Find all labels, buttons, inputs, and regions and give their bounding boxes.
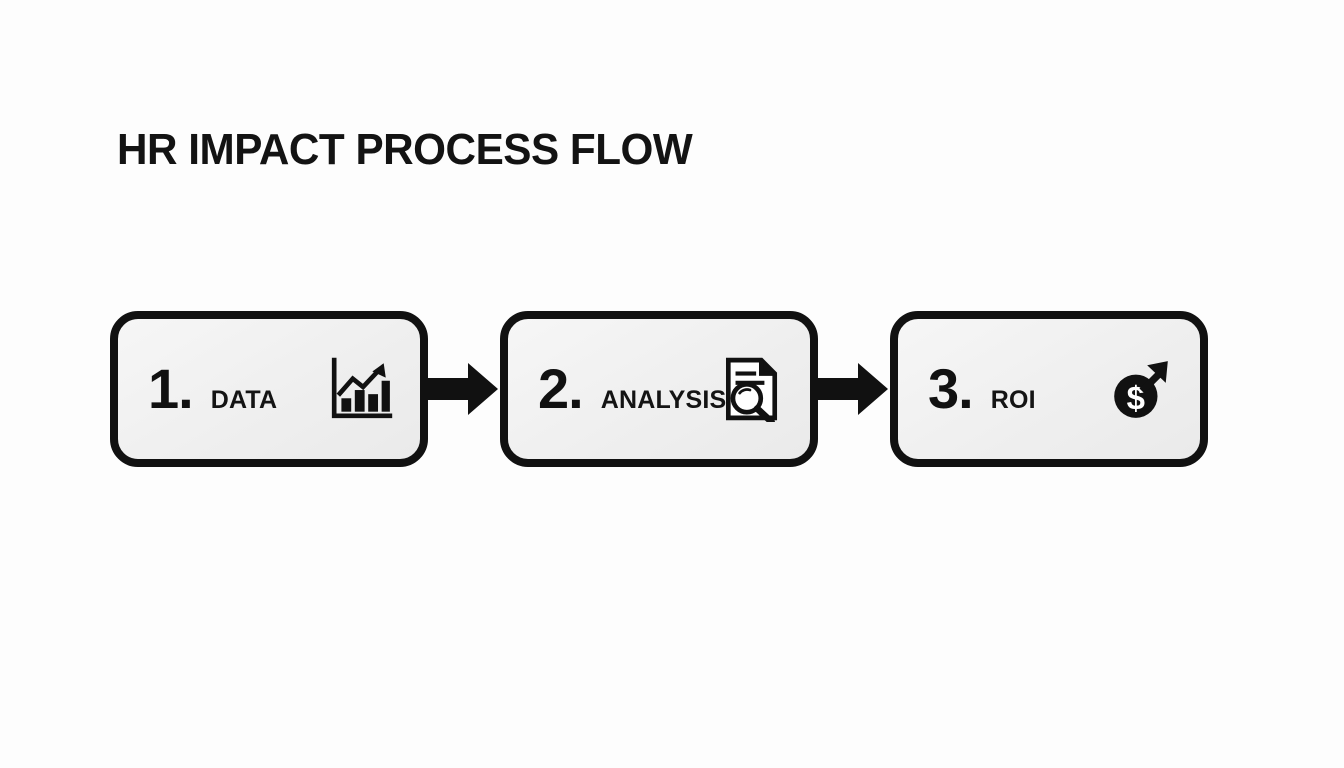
step-2-number: 2. xyxy=(538,357,584,420)
process-step-1[interactable]: 1. DATA xyxy=(110,311,428,467)
process-flow-diagram: 1. DATA 2. ANAL xyxy=(110,311,1230,467)
step-1-number: 1. xyxy=(148,357,194,420)
page-title: HR IMPACT PROCESS FLOW xyxy=(117,125,693,174)
bar-chart-growth-icon xyxy=(328,356,394,422)
document-magnifier-icon xyxy=(718,356,784,422)
step-3-label: ROI xyxy=(990,386,1036,414)
dollar-coin-arrow-up-icon: $ xyxy=(1108,356,1174,422)
step-3-content: 3. ROI xyxy=(898,361,1200,417)
process-step-3[interactable]: 3. ROI $ xyxy=(890,311,1208,467)
step-2-content: 2. ANALYSIS xyxy=(508,361,810,417)
step-2-label: ANALYSIS xyxy=(600,386,727,414)
arrow-right-icon xyxy=(818,363,888,415)
arrow-right-icon xyxy=(428,363,498,415)
connector-arrow-1 xyxy=(428,359,500,419)
svg-text:$: $ xyxy=(1127,380,1145,417)
step-1-label: DATA xyxy=(210,386,278,414)
step-1-content: 1. DATA xyxy=(118,361,420,417)
step-3-number: 3. xyxy=(928,357,974,420)
process-step-2[interactable]: 2. ANALYSIS xyxy=(500,311,818,467)
connector-arrow-2 xyxy=(818,359,890,419)
